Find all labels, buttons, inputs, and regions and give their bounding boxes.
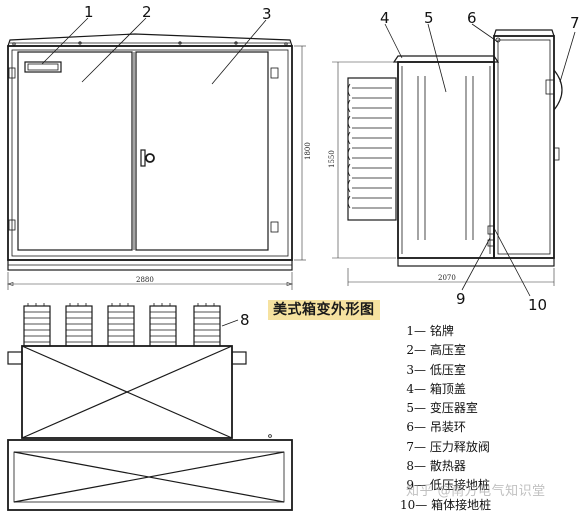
legend-item: 10— 箱体接地桩 — [400, 496, 580, 515]
side-radiator — [347, 77, 397, 221]
legend-number: 5 — [406, 401, 414, 416]
legend-number: 1 — [406, 324, 414, 338]
legend-item: 2— 高压室 — [400, 341, 580, 360]
callout-9: 9 — [456, 290, 466, 308]
legend-number: 7 — [406, 439, 414, 454]
dim-front-width: 2880 — [136, 276, 154, 284]
callout-4: 4 — [380, 9, 390, 27]
legend-number: 10 — [400, 497, 416, 512]
legend-label: 低压室 — [429, 362, 466, 377]
legend-number: 3 — [406, 362, 414, 377]
legend-item: 8— 散热器 — [400, 457, 580, 476]
legend-label: 低压接地桩 — [429, 478, 490, 493]
door-handle — [145, 153, 155, 163]
front-view: 2880 1800 — [7, 33, 312, 290]
legend-label: 散热器 — [429, 459, 466, 474]
legend-number: 6 — [406, 420, 414, 435]
legend-label: 吊装环 — [429, 420, 466, 435]
leader-lines — [41, 17, 576, 327]
callout-3: 3 — [262, 5, 272, 23]
dim-side-height: 1550 — [328, 150, 336, 168]
dim-side-width: 2070 — [438, 274, 456, 282]
legend-item: 6— 吊装环 — [400, 418, 580, 437]
callout-5: 5 — [424, 9, 434, 27]
legend-number: 9 — [406, 478, 414, 493]
legend-item: 1— 铭牌 — [400, 322, 580, 341]
legend-label: 高压室 — [429, 343, 466, 358]
side-view: 1550 2070 — [328, 29, 563, 286]
legend-item: 4— 箱顶盖 — [400, 380, 580, 399]
watermark: 知乎 @南方电气知识堂 — [406, 484, 546, 499]
nameplate-shape — [24, 61, 62, 73]
callout-1: 1 — [84, 3, 94, 21]
plan-view — [7, 303, 293, 511]
callout-7: 7 — [570, 14, 580, 32]
legend-item: 5— 变压器室 — [400, 399, 580, 418]
legend-number: 4 — [406, 381, 414, 396]
legend-label: 箱体接地桩 — [431, 497, 492, 512]
legend-label: 铭牌 — [429, 324, 454, 338]
legend-number: 8 — [406, 459, 414, 474]
callout-6: 6 — [467, 9, 477, 27]
callout-10: 10 — [528, 296, 547, 314]
legend-item: 7— 压力释放阀 — [400, 438, 580, 457]
legend-label: 变压器室 — [429, 401, 478, 416]
plan-radiators — [23, 303, 221, 347]
legend-item: 9— 低压接地桩 — [400, 476, 580, 495]
legend-item: 3— 低压室 — [400, 361, 580, 380]
dim-front-height: 1800 — [304, 142, 312, 160]
legend-number: 2 — [406, 343, 414, 358]
figure-title: 美式箱变外形图 — [268, 300, 380, 320]
legend-label: 箱顶盖 — [429, 381, 466, 396]
legend-label: 压力释放阀 — [429, 439, 490, 454]
callout-8: 8 — [240, 311, 250, 329]
callout-2: 2 — [142, 3, 152, 21]
